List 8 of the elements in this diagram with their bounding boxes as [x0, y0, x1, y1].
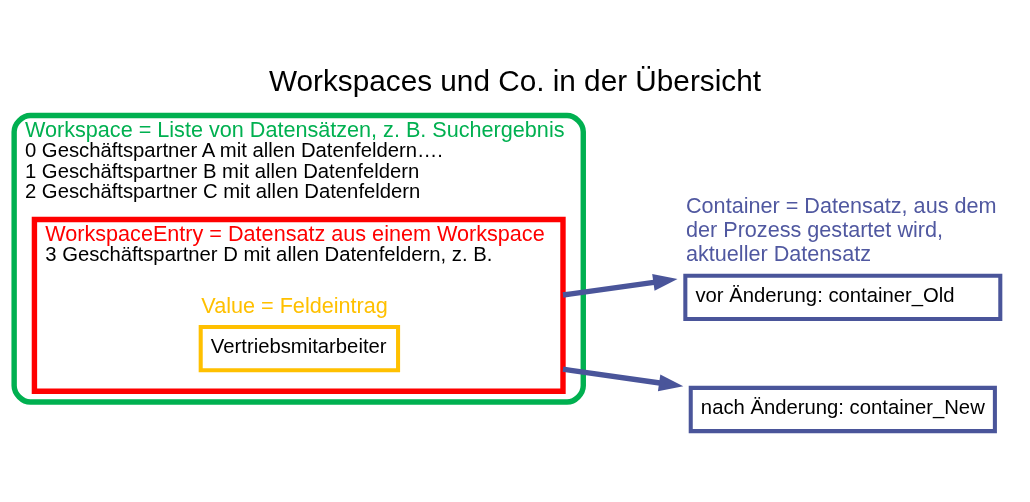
node-label: Container = Datensatz, aus dem der Prozess gestartet wird, aktueller Datensatz — [686, 192, 997, 267]
node-box: nach Änderung: container_New — [688, 385, 997, 434]
node-box: Vertriebsmitarbeiter — [198, 325, 401, 373]
diagram-title: Workspaces und Co. in der Übersicht — [269, 63, 761, 97]
node-box: vor Änderung: container_Old — [683, 273, 1003, 321]
arrow — [562, 366, 684, 392]
arrow — [562, 273, 678, 298]
node-label: Value = Feldeintrag — [201, 292, 388, 318]
